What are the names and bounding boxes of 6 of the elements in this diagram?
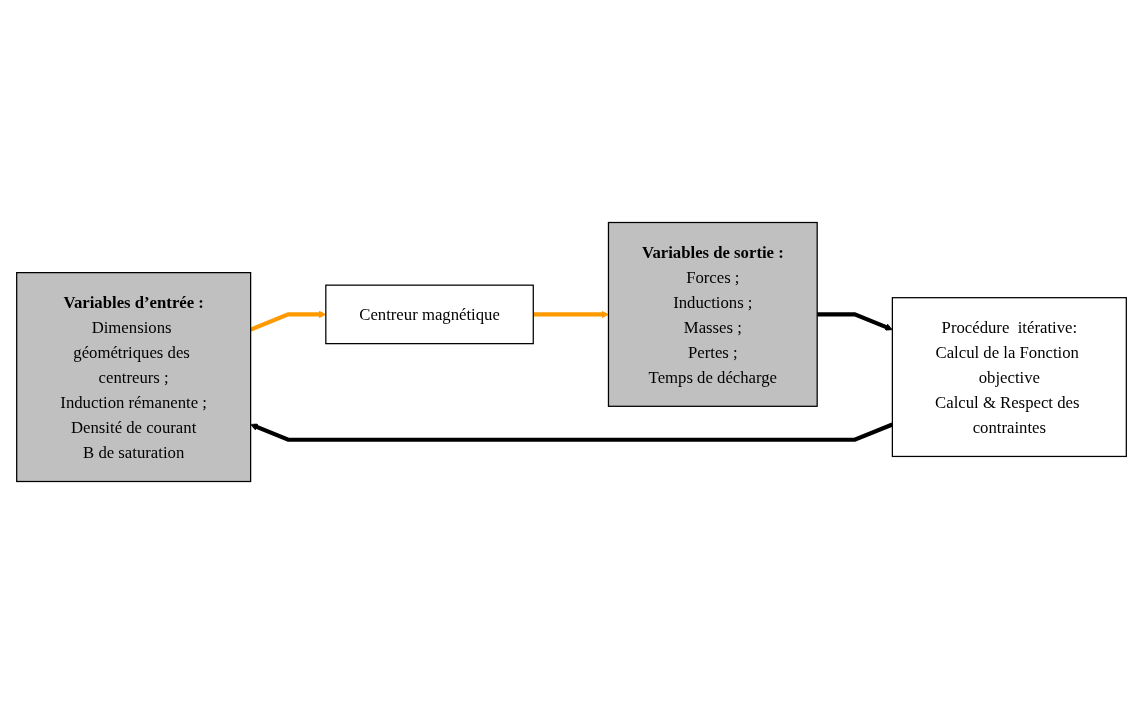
node-box: Procédure itérative: Calcul de la Fonction objective Calcul & Respect des contraintes <box>891 297 1127 458</box>
arrow <box>817 312 893 331</box>
node-box: Centreur magnétique <box>325 284 534 345</box>
node-box: Variables d’entrée : Dimensions géométriques des centreurs ; Induction rémanente ; Densité de courant B de saturation <box>16 272 252 483</box>
node-box: Variables de sortie : Forces ; Inductions ; Masses ; Pertes ; Temps de décharge <box>607 221 818 407</box>
arrow <box>533 310 609 319</box>
